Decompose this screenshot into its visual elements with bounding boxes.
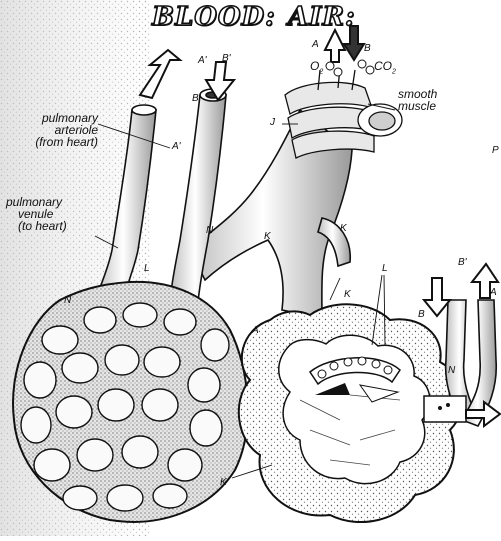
letter-K-left: K	[264, 232, 271, 242]
letter-A-prime-vessel: A'	[172, 142, 181, 152]
letter-edge: P	[492, 146, 499, 156]
co2-subscript: 2	[392, 68, 396, 75]
label-co2: CO2	[374, 60, 396, 75]
smooth-muscle-bands	[285, 68, 402, 158]
label-o2: O2	[310, 60, 323, 75]
title-blood: BLOOD:	[152, 4, 276, 30]
title-air: AIR:	[288, 4, 356, 30]
label-pulmonary-arteriole-line3: (from heart)	[32, 136, 98, 148]
letter-A-air: A	[312, 40, 319, 50]
letter-K-bottom: K	[220, 478, 227, 488]
letter-N-capillary: N	[64, 296, 71, 306]
letter-A-prime-top: A'	[198, 56, 207, 66]
label-smooth-muscle: smooth muscle	[398, 88, 437, 112]
letter-K-sac: K	[344, 290, 351, 300]
letter-B-prime-top: B'	[222, 54, 231, 64]
letter-B-prime-vessel: B'	[192, 94, 201, 104]
letter-N-vessel: N	[206, 226, 213, 236]
exchange-box	[424, 396, 466, 422]
label-pulmonary-venule-line3: (to heart)	[18, 220, 67, 232]
capillary-network	[13, 282, 248, 522]
label-pulmonary-venule: pulmonary venule (to heart)	[6, 196, 67, 232]
vessel-in-arrow-B	[424, 278, 450, 316]
letter-J: J	[270, 118, 275, 128]
letter-A-sac: A	[252, 326, 259, 336]
pulmonary-arteriole-tube	[170, 95, 226, 302]
air-in-arrow-A	[325, 30, 345, 62]
letter-L-vessel: L	[144, 264, 150, 274]
letter-B-air: B	[364, 44, 371, 54]
letter-B-right: B	[418, 310, 425, 320]
letter-L-sac: L	[382, 264, 388, 274]
co2-text: CO	[374, 59, 392, 73]
letter-K-right: K	[340, 224, 347, 234]
o2-subscript: 2	[319, 68, 323, 75]
letter-A-right: A	[490, 288, 497, 298]
o2-text: O	[310, 59, 319, 73]
letter-B-prime-right: B'	[458, 258, 467, 268]
label-pulmonary-arteriole: pulmonary arteriole (from heart)	[32, 112, 98, 148]
letter-N-right: N	[448, 366, 455, 376]
label-smooth-muscle-line2: muscle	[398, 100, 437, 112]
